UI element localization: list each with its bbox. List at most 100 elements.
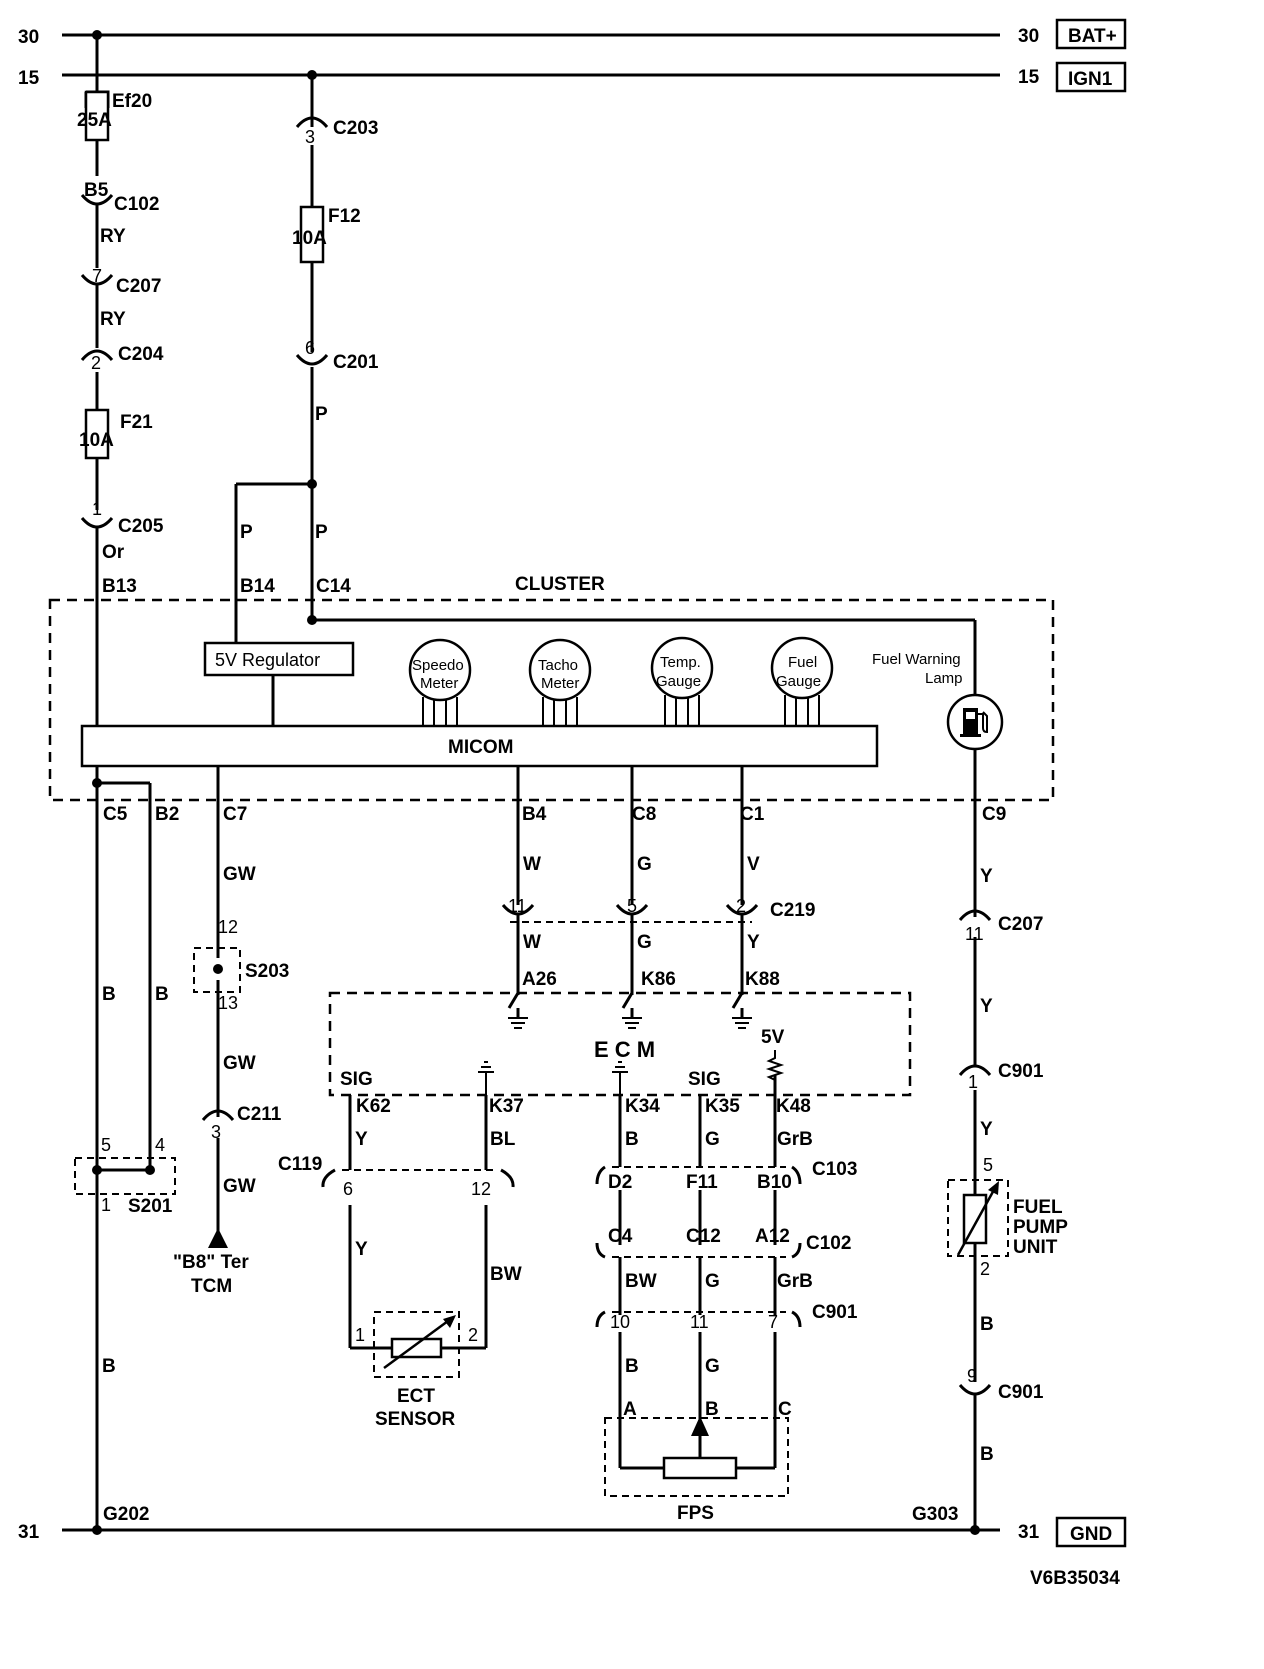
c119-pin-6: 6	[343, 1179, 353, 1199]
svg-text:Gauge: Gauge	[776, 673, 821, 690]
pump-pin-5: 5	[983, 1155, 993, 1175]
gnd-rail-num-right: 31	[1018, 1522, 1040, 1543]
ign-rail-num-right: 15	[1018, 67, 1040, 88]
bat-rail-label: BAT+	[1068, 26, 1117, 47]
c207-pin: 7	[92, 266, 102, 286]
micom-box	[80, 724, 879, 768]
c204-conn: C204	[118, 344, 164, 365]
tcm-line: GW 12 S203 13 GW 3 C211 GW "B8" Ter TCM	[173, 766, 289, 1297]
c103-pin-b10: B10	[757, 1172, 792, 1193]
ecm-pin-k48: K48	[776, 1096, 811, 1117]
c207-right-conn: C207	[998, 914, 1043, 935]
temp-gauge: Temp. Gauge	[650, 636, 714, 726]
bat-rail-num-left: 30	[18, 27, 39, 48]
c204-pin: 2	[91, 353, 101, 373]
svg-text:Meter: Meter	[420, 675, 458, 692]
fuse-f12-label: F12	[328, 206, 361, 227]
c219-pin-5: 5	[627, 896, 637, 916]
c102-conn-right: C102	[806, 1233, 851, 1254]
pin-b13: B13	[102, 576, 137, 597]
ect-sensor-element	[390, 1337, 443, 1359]
ecm-sig-1: SIG	[340, 1069, 373, 1090]
s201-pin-5: 5	[101, 1135, 111, 1155]
c103-pin-f11: F11	[686, 1172, 718, 1193]
pump-label-pump: PUMP	[1013, 1217, 1068, 1238]
gnd-rail: 31 31 GND	[18, 1516, 1127, 1548]
c901-pin-10: 10	[610, 1312, 630, 1332]
ground-g202: G202	[103, 1504, 149, 1525]
pin-c7: C7	[223, 804, 247, 825]
svg-text:Gauge: Gauge	[656, 673, 701, 690]
s201-conn: S201	[128, 1196, 173, 1217]
c205-conn: C205	[118, 516, 164, 537]
fuel-gauge: Fuel Gauge	[770, 636, 834, 726]
tcm-label: TCM	[191, 1276, 232, 1297]
pump-label-fuel: FUEL	[1013, 1197, 1063, 1218]
lamp-label-1: Fuel Warning	[872, 651, 961, 668]
wire-p-1: P	[315, 404, 328, 425]
ect-pin-2: 2	[468, 1325, 478, 1345]
ign-rail-label: IGN1	[1068, 69, 1113, 90]
fps-resistor	[662, 1456, 738, 1480]
pin-c14: C14	[316, 576, 351, 597]
wire-y-right-1: Y	[980, 866, 993, 887]
wire-or: Or	[102, 542, 125, 563]
ecm-pin-k34: K34	[625, 1096, 660, 1117]
c207-conn: C207	[116, 276, 161, 297]
c207-right-pin: 11	[965, 924, 984, 944]
s203-pin-12: 12	[218, 917, 238, 937]
pin-c8: C8	[632, 804, 656, 825]
wire-y-right-3: Y	[980, 1119, 993, 1140]
ground-g303: G303	[912, 1504, 958, 1525]
fuse-f21-rating: 10A	[79, 430, 114, 451]
ect-wire-bw: BW	[490, 1264, 522, 1285]
pin-b2: B2	[155, 804, 179, 825]
regulator-label: 5V Regulator	[215, 650, 320, 670]
wire-g-2: G	[637, 932, 652, 953]
fps-circuit: B G GrB D2 F11 B10 C103 C4 C12 A12 C102 …	[595, 1075, 858, 1524]
ect-pin-1: 1	[355, 1325, 365, 1345]
wire-ry-1: RY	[100, 226, 126, 247]
tcm-terminal-label: "B8" Ter	[173, 1252, 249, 1273]
c102-conn: C102	[114, 194, 159, 215]
c102-pin-c4: C4	[608, 1226, 633, 1247]
c901-b-conn: C901	[998, 1382, 1044, 1403]
bat-rail: 30 30 BAT+	[18, 18, 1127, 50]
ign-rail: 15 15 IGN1	[18, 61, 1127, 93]
c203-pin: 3	[305, 127, 315, 147]
fps-pin-b: B	[705, 1399, 719, 1420]
fps-wire-grb: GrB	[777, 1129, 813, 1150]
svg-text:Temp.: Temp.	[660, 654, 701, 671]
fuse-ef20-rating: 25A	[77, 110, 112, 131]
pump-label-unit: UNIT	[1013, 1237, 1058, 1258]
wire-b-right-2: B	[980, 1444, 994, 1465]
c219-pin-2: 2	[736, 896, 746, 916]
c102-pin-c12: C12	[686, 1226, 721, 1247]
fps-label: FPS	[677, 1503, 714, 1524]
c219-conn: C219	[770, 900, 815, 921]
fuse-f12-rating: 10A	[292, 228, 327, 249]
wire-y-ecm: Y	[747, 932, 760, 953]
c102-pin-a12: A12	[755, 1226, 790, 1247]
wire-gw-2: GW	[223, 1053, 256, 1074]
c119-pin-12: 12	[471, 1179, 491, 1199]
wire-w-2: W	[523, 932, 541, 953]
micom-label: MICOM	[448, 737, 513, 758]
fps-wire-b-2: B	[625, 1356, 639, 1377]
ect-sensor-label: SENSOR	[375, 1409, 456, 1430]
svg-text:Meter: Meter	[541, 675, 579, 692]
ecm-sig-2: SIG	[688, 1069, 721, 1090]
c201-pin: 6	[305, 338, 315, 358]
pump-pin-2: 2	[980, 1259, 990, 1279]
c901-a-conn: C901	[998, 1061, 1044, 1082]
pin-b14: B14	[240, 576, 275, 597]
cluster: CLUSTER 5V Regulator MICOM Speedo Meter …	[48, 574, 1055, 802]
wire-b-left-3: B	[102, 1356, 116, 1377]
c203-conn: C203	[333, 118, 378, 139]
fps-wire-g-2: G	[705, 1271, 720, 1292]
fps-wire-bw: BW	[625, 1271, 657, 1292]
svg-text:Fuel: Fuel	[788, 654, 817, 671]
ecm-pin-a26: A26	[522, 969, 557, 990]
pin-c9: C9	[982, 804, 1006, 825]
